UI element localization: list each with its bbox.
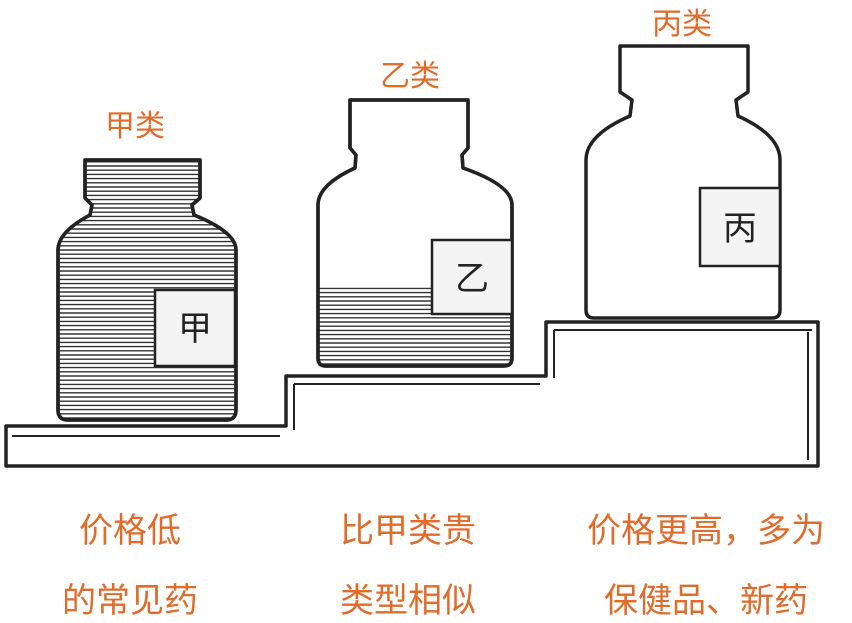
bottle-jia-label-box (153, 288, 237, 368)
desc-bing-line1: 价格更高，多为 (587, 511, 825, 551)
desc-bing-line2: 保健品、新药 (604, 581, 808, 621)
desc-jia-line1: 价格低 (79, 511, 181, 551)
bottle-jia: 甲 (56, 158, 238, 422)
desc-yi-line2: 类型相似 (340, 581, 476, 621)
step-platform (4, 320, 820, 468)
bottle-yi-label-box (430, 238, 514, 316)
bottle-bing: 丙 (584, 44, 782, 320)
caption-jia: 甲类 (105, 109, 165, 144)
bottle-jia-label: 甲 (178, 309, 212, 349)
caption-yi: 乙类 (380, 59, 440, 94)
bottle-bing-label-box (698, 186, 782, 268)
bottle-yi-label: 乙 (455, 259, 489, 299)
bottle-bing-label: 丙 (723, 209, 757, 249)
caption-bing: 丙类 (652, 7, 712, 42)
desc-yi-line1: 比甲类贵 (340, 511, 476, 551)
desc-jia-line2: 的常见药 (62, 581, 198, 621)
bottle-yi: 乙 (316, 98, 514, 368)
